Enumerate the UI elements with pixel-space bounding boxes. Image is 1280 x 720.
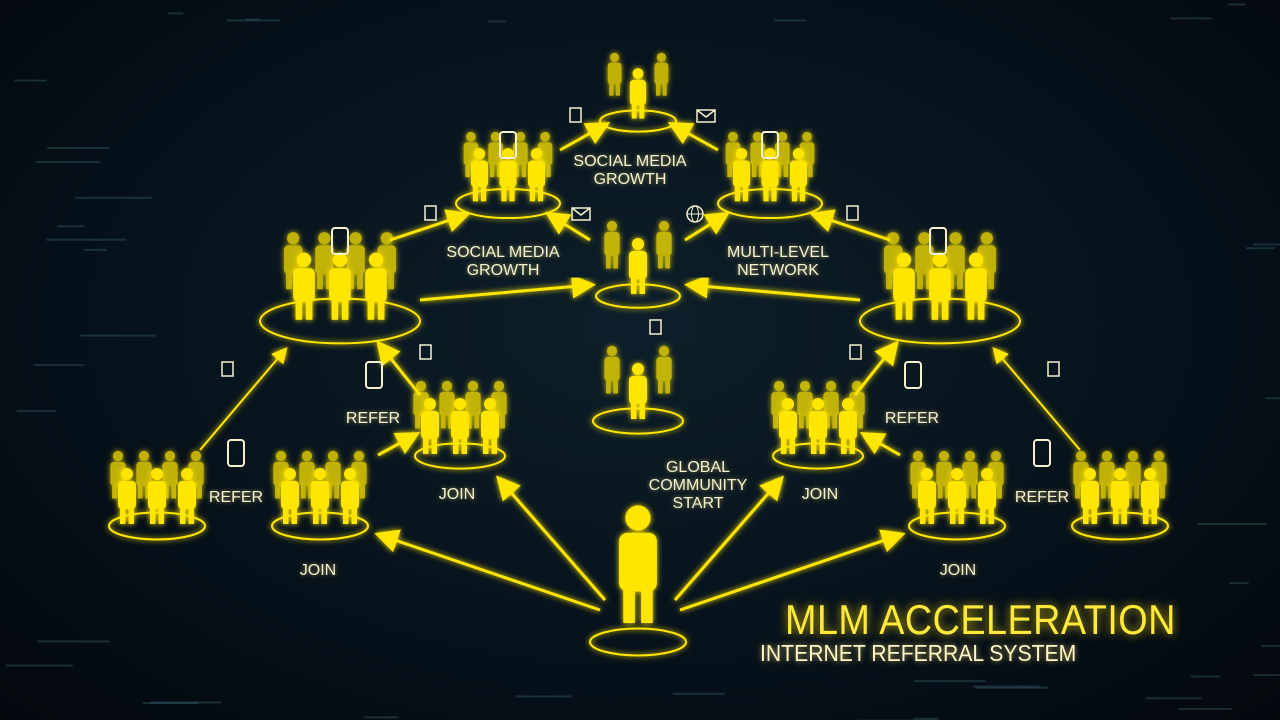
- data-streak: [37, 640, 109, 642]
- label-left-growth: SOCIAL MEDIA GROWTH: [443, 244, 563, 280]
- document-icon: [570, 108, 581, 122]
- arrow-icon: [685, 215, 725, 240]
- data-streak: [46, 239, 126, 241]
- platform-ring: [593, 408, 683, 433]
- data-streak: [80, 335, 157, 337]
- platform-ring: [600, 110, 676, 131]
- data-streak: [17, 410, 56, 412]
- data-streak: [1146, 697, 1201, 699]
- person-icon: [608, 53, 622, 96]
- person-icon: [604, 221, 619, 269]
- label-join: JOIN: [940, 562, 976, 580]
- data-streak: [33, 364, 83, 366]
- phone-icon: [1034, 440, 1050, 466]
- data-streak: [774, 19, 807, 21]
- envelope-icon: [697, 110, 715, 122]
- arrow-icon: [380, 535, 600, 610]
- document-icon: [420, 345, 431, 359]
- label-refer: REFER: [885, 410, 939, 428]
- data-streak: [1246, 247, 1275, 249]
- platform-ring: [590, 629, 686, 656]
- person-icon: [655, 53, 669, 96]
- data-streak: [1229, 582, 1248, 584]
- label-start: GLOBAL COMMUNITY START: [648, 459, 748, 513]
- data-streak: [1253, 674, 1280, 676]
- data-streak: [84, 249, 107, 251]
- phone-icon: [905, 362, 921, 388]
- arrow-icon: [390, 215, 465, 240]
- data-streak: [14, 80, 46, 82]
- arrow-icon: [560, 125, 605, 150]
- label-refer: REFER: [209, 489, 263, 507]
- data-streak: [1253, 244, 1280, 246]
- arrow-icon: [865, 435, 900, 455]
- data-streak: [143, 702, 199, 704]
- data-streak: [673, 693, 725, 695]
- document-icon: [650, 320, 661, 334]
- data-streak: [1261, 645, 1280, 647]
- label-join: JOIN: [300, 562, 336, 580]
- data-streak: [1170, 17, 1211, 19]
- platform-ring: [456, 189, 560, 218]
- data-streak: [57, 225, 84, 227]
- title: MLM ACCELERATION: [785, 596, 1176, 644]
- data-streak: [1191, 676, 1220, 678]
- arrow-icon: [420, 285, 590, 300]
- phone-icon: [366, 362, 382, 388]
- person-icon: [629, 238, 647, 294]
- arrow-icon: [815, 215, 890, 240]
- data-streak: [1198, 523, 1267, 525]
- data-streak: [168, 12, 183, 14]
- person-icon: [656, 221, 671, 269]
- platform-ring: [260, 299, 420, 344]
- label-refer: REFER: [346, 410, 400, 428]
- phone-icon: [332, 228, 348, 254]
- arrow-icon: [550, 215, 590, 240]
- label-join: JOIN: [802, 486, 838, 504]
- data-streak: [1265, 397, 1280, 399]
- arrow-icon: [378, 435, 415, 455]
- data-streak: [364, 716, 398, 718]
- data-streak: [1228, 3, 1246, 5]
- data-streak: [6, 665, 73, 667]
- data-streak: [973, 685, 1041, 687]
- platform-ring: [596, 284, 680, 308]
- arrow-icon: [995, 350, 1080, 450]
- label-refer: REFER: [1015, 489, 1069, 507]
- arrow-icon: [200, 350, 285, 450]
- arrow-icon: [690, 285, 860, 300]
- platform-ring: [718, 189, 822, 218]
- label-top-growth: SOCIAL MEDIA GROWTH: [570, 153, 690, 189]
- document-icon: [847, 206, 858, 220]
- person-icon: [629, 363, 647, 419]
- data-streak: [914, 680, 986, 682]
- document-icon: [850, 345, 861, 359]
- document-icon: [1048, 362, 1059, 376]
- subtitle: INTERNET REFERRAL SYSTEM: [760, 640, 1076, 667]
- data-streak: [1179, 708, 1232, 710]
- data-streak: [75, 197, 152, 199]
- person-icon: [619, 505, 657, 623]
- document-icon: [425, 206, 436, 220]
- data-streak: [47, 147, 109, 149]
- envelope-icon: [572, 208, 590, 220]
- arrow-icon: [380, 345, 420, 395]
- platform-ring: [860, 299, 1020, 344]
- data-streak: [227, 19, 280, 21]
- person-icon: [604, 346, 619, 394]
- globe-icon: [687, 206, 703, 222]
- data-streak: [515, 695, 571, 697]
- label-join: JOIN: [439, 486, 475, 504]
- person-icon: [656, 346, 671, 394]
- data-streak: [35, 161, 100, 163]
- data-streak: [489, 20, 506, 22]
- label-network: MULTI-LEVEL NETWORK: [723, 244, 833, 280]
- document-icon: [222, 362, 233, 376]
- phone-icon: [228, 440, 244, 466]
- arrow-icon: [673, 125, 718, 150]
